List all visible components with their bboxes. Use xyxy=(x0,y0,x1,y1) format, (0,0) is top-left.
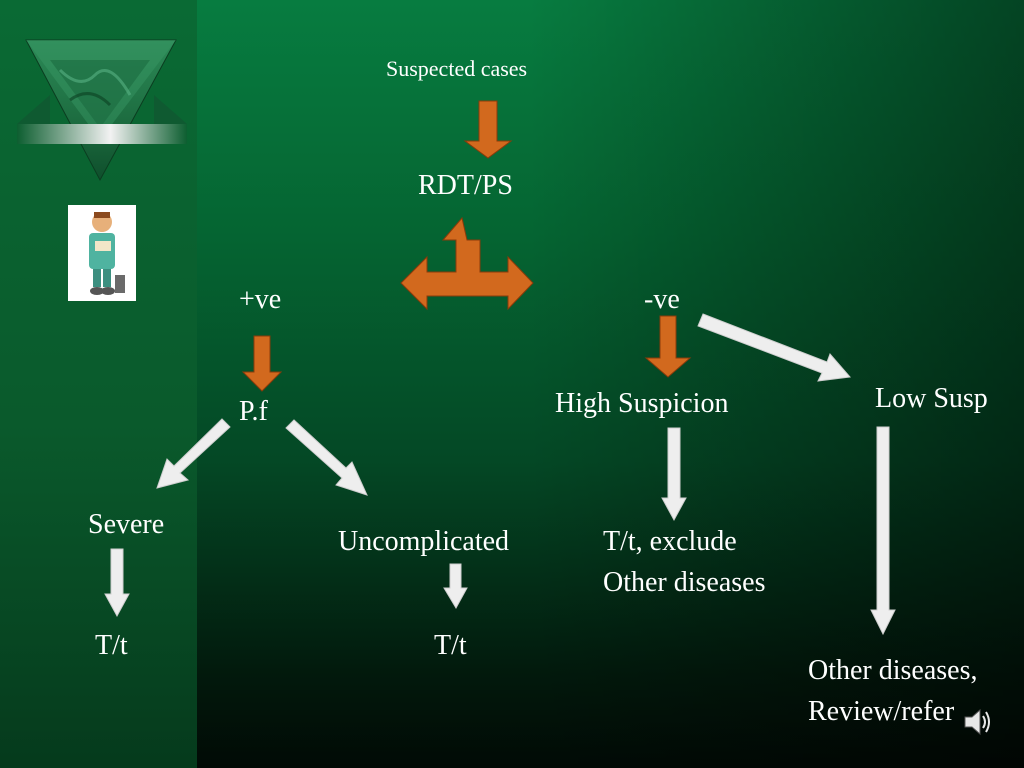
left-sidebar-panel xyxy=(0,0,197,768)
node-uncomplicated: Uncomplicated xyxy=(338,526,510,557)
node-suspected-cases: Suspected cases xyxy=(386,56,528,81)
node-pf: P.f xyxy=(239,396,268,427)
arrow-positive-to-pf xyxy=(241,335,283,392)
arrow-pf-to-severe xyxy=(156,418,231,489)
branch-arrow-three-way xyxy=(400,216,534,311)
node-tt-uncomplicated: T/t xyxy=(434,630,467,661)
doctor-clipart xyxy=(68,205,136,301)
arrow-severe-to-tt xyxy=(104,548,130,618)
arrow-pf-to-uncomplicated xyxy=(285,419,368,496)
arrow-uncomplicated-to-tt xyxy=(443,563,468,610)
node-negative: -ve xyxy=(644,284,680,315)
arrow-negative-to-low-suspicion xyxy=(697,313,851,382)
node-tt-severe: T/t xyxy=(95,630,128,661)
node-low-suspicion: Low Susp xyxy=(875,383,988,414)
node-high-suspicion: High Suspicion xyxy=(555,388,729,419)
marble-triangle-logo-icon xyxy=(17,39,187,182)
arrow-negative-to-high-suspicion xyxy=(644,315,692,378)
slide-main-area xyxy=(197,0,1024,768)
node-tt-exclude-line1: T/t, exclude xyxy=(603,526,737,557)
node-tt-exclude-line2: Other diseases xyxy=(603,567,766,598)
node-rdt-ps: RDT/PS xyxy=(418,170,513,201)
node-other-diseases-line2: Review/refer xyxy=(808,696,955,727)
node-severe: Severe xyxy=(88,509,165,540)
arrow-low-suspicion-to-other-diseases xyxy=(870,426,896,636)
node-other-diseases-line1: Other diseases, xyxy=(808,655,978,686)
doctor-clipart-icon xyxy=(89,212,125,295)
arrow-suspected-to-rdt xyxy=(463,100,513,159)
node-positive: +ve xyxy=(239,284,282,315)
arrow-high-suspicion-to-tt-exclude xyxy=(661,427,687,522)
speaker-icon[interactable] xyxy=(962,706,992,738)
